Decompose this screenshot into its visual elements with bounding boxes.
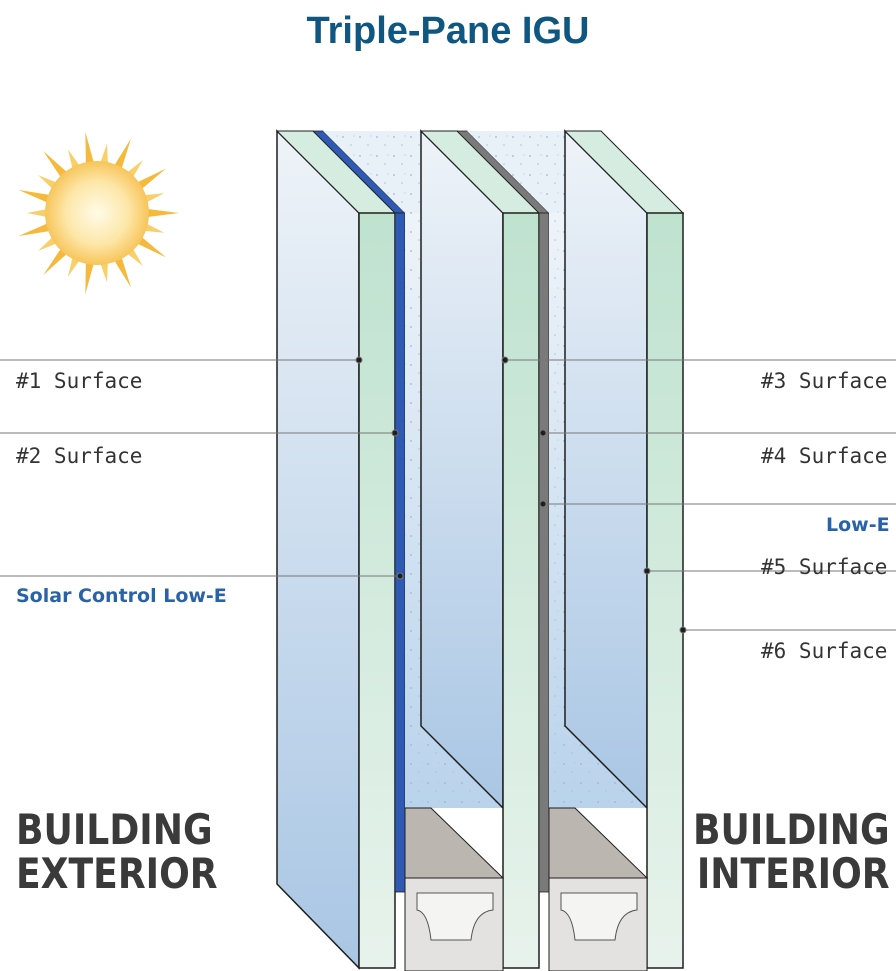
pane-middle [419, 129, 541, 969]
label-building-interior: BUILDING INTERIOR [693, 808, 890, 896]
sun-ray [112, 254, 132, 288]
spacer-1 [404, 807, 505, 971]
sun-ray [144, 208, 179, 218]
sun-ray [134, 235, 166, 258]
label-exterior-line-2: EXTERIOR [16, 849, 218, 898]
label-surface-4: #4 Surface [761, 444, 888, 468]
sun-ray [43, 151, 69, 180]
pane-exterior [275, 129, 397, 970]
label-solar-control-low-e: Solar Control Low-E [16, 585, 227, 607]
label-surface-1: #1 Surface [16, 369, 143, 393]
label-surface-2: #2 Surface [16, 444, 143, 468]
sun-ray [112, 138, 132, 172]
spacer-2 [548, 807, 649, 971]
sun-ray [18, 189, 53, 204]
label-low-e: Low-E [826, 514, 890, 536]
label-exterior-line-1: BUILDING [16, 805, 213, 854]
sun-ray [43, 246, 69, 275]
sun-ray [27, 208, 50, 218]
label-interior-line-2: INTERIOR [697, 849, 890, 898]
label-interior-line-1: BUILDING [693, 805, 890, 854]
sun-ray [85, 259, 95, 295]
sun-ray [85, 131, 95, 167]
leader-lines [0, 356, 896, 634]
label-building-exterior: BUILDING EXTERIOR [16, 808, 218, 896]
sun-ray [18, 222, 53, 237]
diagram-title: Triple-Pane IGU [306, 10, 590, 52]
sun-icon [18, 131, 179, 295]
label-surface-5: #5 Surface [761, 555, 888, 579]
sun-ray [99, 143, 109, 167]
sun-ray [99, 259, 109, 283]
label-surface-6: #6 Surface [761, 639, 888, 663]
sun-ray [134, 168, 166, 191]
label-surface-3: #3 Surface [761, 369, 888, 393]
pane-interior [563, 129, 685, 969]
